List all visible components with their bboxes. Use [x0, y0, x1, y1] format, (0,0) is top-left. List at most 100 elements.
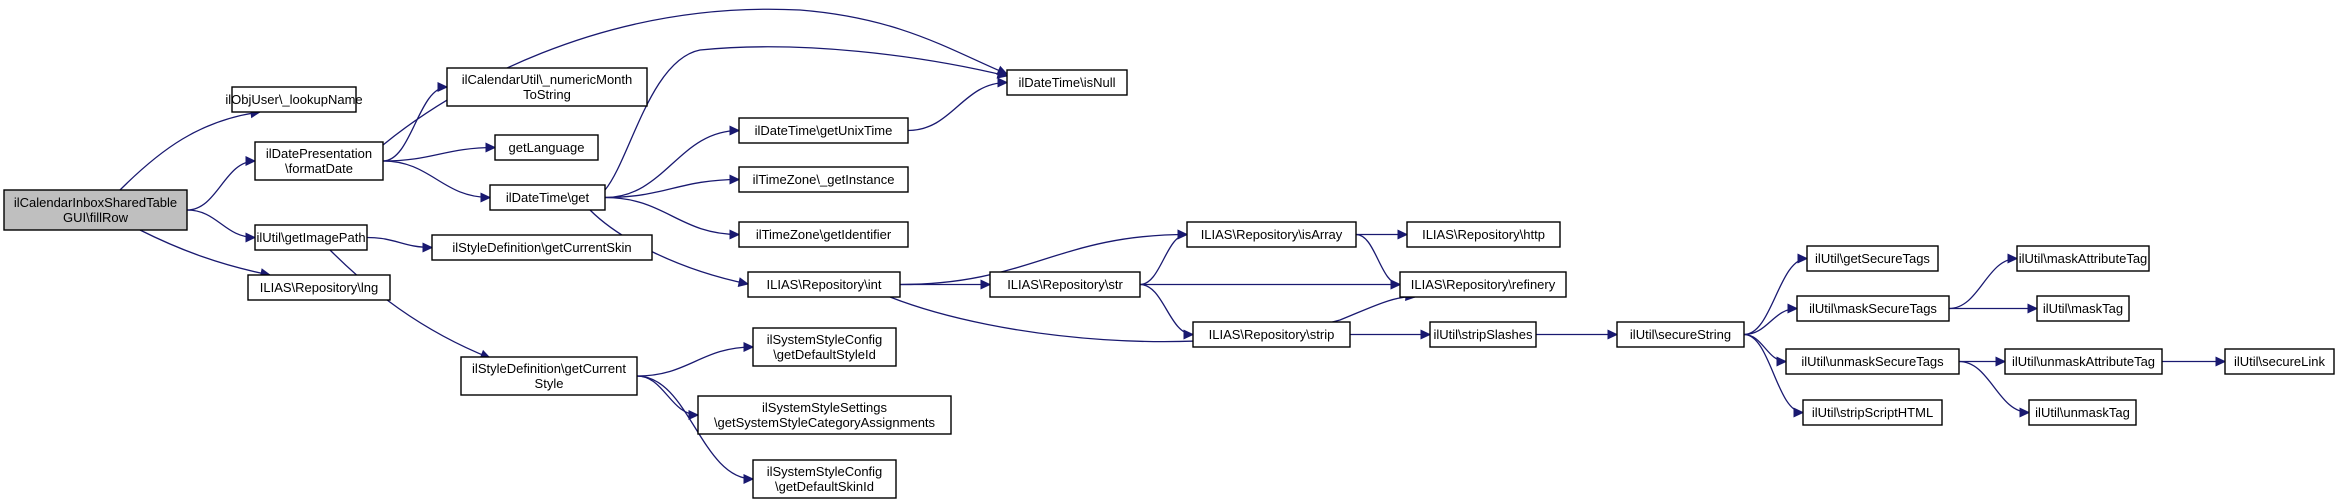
- node-categoryAssignments[interactable]: ilSystemStyleSettings\getSystemStyleCate…: [697, 395, 952, 435]
- node-label-secureString-0: ilUtil\secureString: [1630, 327, 1731, 342]
- node-stripSlashes[interactable]: ilUtil\stripSlashes: [1429, 321, 1537, 348]
- edge-dtGet-to-tzGetIdentifier: [604, 196, 740, 236]
- node-box-tzGetInstance[interactable]: [738, 166, 909, 193]
- node-lng[interactable]: ILIAS\Repository\lng: [247, 274, 391, 301]
- node-label-getCurrentStyle-0: ilStyleDefinition\getCurrent: [472, 361, 626, 376]
- node-getCurrentSkin[interactable]: ilStyleDefinition\getCurrentSkin: [431, 234, 653, 261]
- node-lookupName[interactable]: ilObjUser\_lookupName: [225, 86, 363, 113]
- node-box-repoStr[interactable]: [989, 271, 1141, 298]
- node-box-dtGet[interactable]: [489, 184, 606, 211]
- node-stripScriptHTML[interactable]: ilUtil\stripScriptHTML: [1802, 399, 1943, 426]
- node-repoStr[interactable]: ILIAS\Repository\str: [989, 271, 1141, 298]
- node-box-unmaskSecureTags[interactable]: [1785, 348, 1960, 375]
- node-repoInt[interactable]: ILIAS\Repository\int: [747, 271, 901, 298]
- node-label-defaultSkinId-0: ilSystemStyleConfig: [767, 464, 883, 479]
- node-box-formatDate[interactable]: [254, 141, 384, 181]
- edge-formatDate-to-getLanguage: [382, 146, 496, 162]
- node-box-repoInt[interactable]: [747, 271, 901, 298]
- edge-fillRow-to-lng: [139, 229, 271, 276]
- node-repoRefinery[interactable]: ILIAS\Repository\refinery: [1399, 271, 1567, 298]
- edge-fillRow-to-formatDate: [186, 160, 256, 211]
- node-getSecureTags[interactable]: ilUtil\getSecureTags: [1806, 245, 1939, 272]
- node-box-numericMonth[interactable]: [446, 67, 648, 107]
- node-getLanguage[interactable]: getLanguage: [494, 134, 599, 161]
- node-box-stripScriptHTML[interactable]: [1802, 399, 1943, 426]
- node-box-repoIsArray[interactable]: [1186, 221, 1357, 248]
- node-box-lookupName[interactable]: [231, 86, 357, 113]
- node-box-maskSecureTags[interactable]: [1796, 295, 1950, 322]
- node-box-maskAttributeTag[interactable]: [2016, 245, 2150, 272]
- node-repoStrip[interactable]: ILIAS\Repository\strip: [1192, 321, 1351, 348]
- node-box-getLanguage[interactable]: [494, 134, 599, 161]
- node-secureString[interactable]: ilUtil\secureString: [1616, 321, 1745, 348]
- node-repoHttp[interactable]: ILIAS\Repository\http: [1406, 221, 1561, 248]
- arrowhead-unmaskAttributeTag-to-secureLink: [2215, 356, 2227, 367]
- node-label-unmaskAttributeTag-0: ilUtil\unmaskAttributeTag: [2012, 354, 2155, 369]
- arrowhead-secureString-to-getSecureTags: [1797, 253, 1809, 264]
- node-label-categoryAssignments-0: ilSystemStyleSettings: [762, 400, 887, 415]
- node-label-isNull-0: ilDateTime\isNull: [1018, 75, 1115, 90]
- node-maskAttributeTag[interactable]: ilUtil\maskAttributeTag: [2016, 245, 2150, 272]
- node-formatDate[interactable]: ilDatePresentation\formatDate: [254, 141, 384, 181]
- node-box-getCurrentSkin[interactable]: [431, 234, 653, 261]
- edge-repoInt-to-repoIsArray: [899, 233, 1188, 286]
- node-box-isNull[interactable]: [1006, 69, 1128, 96]
- node-label-repoHttp-0: ILIAS\Repository\http: [1422, 227, 1545, 242]
- node-box-repoStrip[interactable]: [1192, 321, 1351, 348]
- node-secureLink[interactable]: ilUtil\secureLink: [2224, 348, 2335, 375]
- arrowhead-dtGet-to-getUnixTime: [729, 125, 741, 136]
- node-tzGetIdentifier[interactable]: ilTimeZone\getIdentifier: [738, 221, 909, 248]
- node-label-maskTag-0: ilUtil\maskTag: [2043, 301, 2123, 316]
- arrowhead-stripSlashes-to-secureString: [1607, 329, 1619, 340]
- node-tzGetInstance[interactable]: ilTimeZone\_getInstance: [738, 166, 909, 193]
- node-defaultStyleId[interactable]: ilSystemStyleConfig\getDefaultStyleId: [752, 327, 897, 367]
- node-box-lng[interactable]: [247, 274, 391, 301]
- node-box-unmaskTag[interactable]: [2028, 399, 2137, 426]
- node-box-getImagePath[interactable]: [254, 224, 368, 251]
- node-box-tzGetIdentifier[interactable]: [738, 221, 909, 248]
- node-box-getSecureTags[interactable]: [1806, 245, 1939, 272]
- node-unmaskTag[interactable]: ilUtil\unmaskTag: [2028, 399, 2137, 426]
- node-label-repoIsArray-0: ILIAS\Repository\isArray: [1201, 227, 1343, 242]
- node-box-getCurrentStyle[interactable]: [460, 356, 638, 396]
- node-box-fillRow[interactable]: [3, 189, 188, 231]
- node-unmaskSecureTags[interactable]: ilUtil\unmaskSecureTags: [1785, 348, 1960, 375]
- node-maskSecureTags[interactable]: ilUtil\maskSecureTags: [1796, 295, 1950, 322]
- node-box-unmaskAttributeTag[interactable]: [2004, 348, 2163, 375]
- node-isNull[interactable]: ilDateTime\isNull: [1006, 69, 1128, 96]
- node-maskTag[interactable]: ilUtil\maskTag: [2036, 295, 2130, 322]
- node-unmaskAttributeTag[interactable]: ilUtil\unmaskAttributeTag: [2004, 348, 2163, 375]
- node-label-secureLink-0: ilUtil\secureLink: [2234, 354, 2326, 369]
- node-box-defaultSkinId[interactable]: [752, 459, 897, 499]
- arrowhead-secureString-to-unmaskSecureTags: [1776, 356, 1788, 367]
- node-label-getUnixTime-0: ilDateTime\getUnixTime: [755, 123, 893, 138]
- arrowhead-getCurrentStyle-to-categoryAssignments: [688, 410, 700, 420]
- node-box-getUnixTime[interactable]: [738, 117, 909, 144]
- arrowhead-repoIsArray-to-repoRefinery: [1390, 279, 1402, 290]
- node-box-repoRefinery[interactable]: [1399, 271, 1567, 298]
- node-label-repoInt-0: ILIAS\Repository\int: [767, 277, 882, 292]
- node-getImagePath[interactable]: ilUtil\getImagePath: [254, 224, 368, 251]
- node-box-stripSlashes[interactable]: [1429, 321, 1537, 348]
- edge-getImagePath-to-getCurrentSkin: [366, 236, 433, 249]
- node-getUnixTime[interactable]: ilDateTime\getUnixTime: [738, 117, 909, 144]
- arrowhead-repoIsArray-to-repoHttp: [1397, 229, 1409, 240]
- arrowhead-maskSecureTags-to-maskTag: [2027, 303, 2039, 314]
- node-box-categoryAssignments[interactable]: [697, 395, 952, 435]
- node-defaultSkinId[interactable]: ilSystemStyleConfig\getDefaultSkinId: [752, 459, 897, 499]
- arrowhead-maskSecureTags-to-maskAttributeTag: [2007, 253, 2019, 264]
- node-box-secureLink[interactable]: [2224, 348, 2335, 375]
- node-label-repoStrip-0: ILIAS\Repository\strip: [1209, 327, 1335, 342]
- node-box-defaultStyleId[interactable]: [752, 327, 897, 367]
- arrowhead-formatDate-to-numericMonth: [437, 82, 449, 92]
- node-box-secureString[interactable]: [1616, 321, 1745, 348]
- node-repoIsArray[interactable]: ILIAS\Repository\isArray: [1186, 221, 1357, 248]
- node-dtGet[interactable]: ilDateTime\get: [489, 184, 606, 211]
- node-box-maskTag[interactable]: [2036, 295, 2130, 322]
- edge-dtGet-to-tzGetInstance: [604, 178, 740, 199]
- node-box-repoHttp[interactable]: [1406, 221, 1561, 248]
